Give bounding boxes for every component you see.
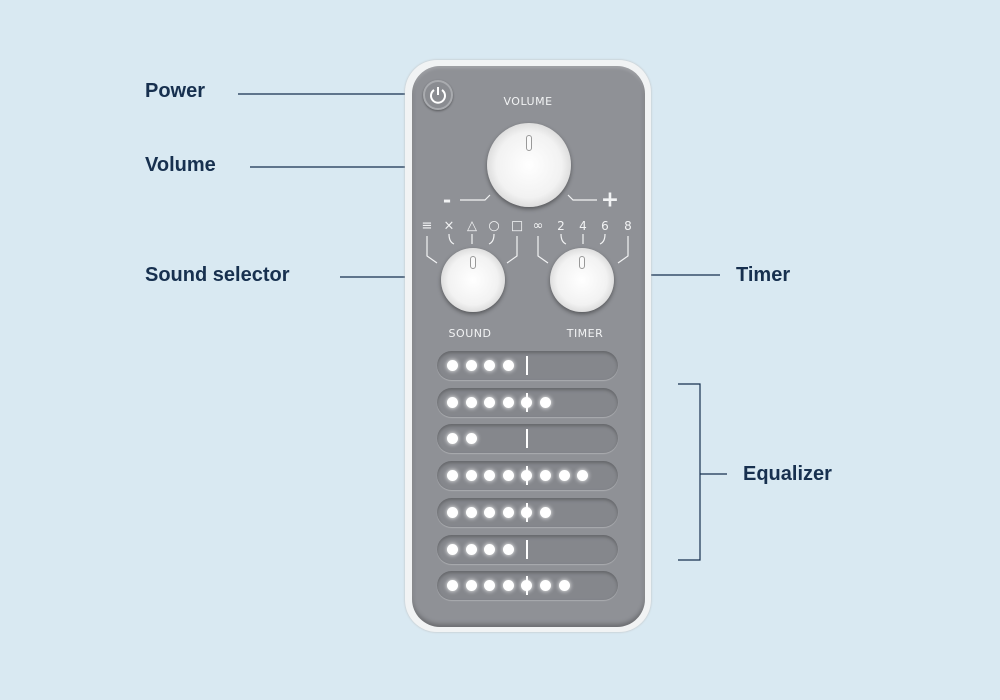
equalizer-level-dot xyxy=(465,360,477,371)
equalizer-level-dot xyxy=(502,543,514,555)
timer-option: 4 xyxy=(579,219,587,233)
equalizer-band[interactable] xyxy=(437,424,618,454)
equalizer-level-dot xyxy=(521,396,533,408)
timer-option: ∞ xyxy=(532,218,544,234)
equalizer-band[interactable] xyxy=(437,571,618,601)
label-equalizer: Equalizer xyxy=(743,463,832,485)
equalizer-band[interactable] xyxy=(437,461,618,491)
equalizer-center-tick xyxy=(526,429,528,449)
equalizer-level-dot xyxy=(521,506,533,518)
timer-label: TIMER xyxy=(566,327,604,340)
equalizer-level-dot xyxy=(502,506,514,518)
equalizer-level-dot xyxy=(540,470,551,482)
equalizer-level-dot xyxy=(447,543,458,555)
equalizer-level-dot xyxy=(540,580,551,592)
equalizer-level-dot xyxy=(484,580,496,592)
equalizer-level-dot xyxy=(484,360,496,371)
sound-knob[interactable] xyxy=(441,248,505,312)
timer-option: 6 xyxy=(601,219,609,233)
equalizer-level-dot xyxy=(521,580,533,592)
power-icon xyxy=(430,87,446,104)
equalizer-level-dot xyxy=(502,470,514,482)
equalizer-level-dot xyxy=(558,580,570,592)
equalizer-level-dot xyxy=(540,396,551,408)
equalizer-level-dot xyxy=(465,580,477,592)
equalizer-level-dot xyxy=(447,506,458,518)
equalizer-level-dot xyxy=(465,506,477,518)
equalizer-level-dot xyxy=(540,506,551,518)
label-volume: Volume xyxy=(145,154,216,176)
sound-label: SOUND xyxy=(448,327,492,340)
timer-option: 2 xyxy=(557,219,565,233)
sound-option: ○ xyxy=(488,218,500,234)
equalizer-center-tick xyxy=(526,356,528,375)
equalizer-level-dot xyxy=(484,396,496,408)
equalizer-level-dot xyxy=(465,433,477,445)
volume-plus: + xyxy=(600,187,620,213)
equalizer-band[interactable] xyxy=(437,351,618,380)
equalizer-level-dot xyxy=(484,470,496,482)
volume-knob[interactable] xyxy=(487,123,571,207)
equalizer-level-dot xyxy=(447,580,458,592)
equalizer-level-dot xyxy=(502,360,514,371)
equalizer-band[interactable] xyxy=(437,497,618,527)
equalizer-level-dot xyxy=(447,470,458,482)
equalizer-level-dot xyxy=(447,396,458,408)
label-power: Power xyxy=(145,80,206,102)
sound-option: ≡ xyxy=(421,218,433,234)
equalizer-level-dot xyxy=(465,470,477,482)
power-button[interactable] xyxy=(423,80,453,110)
sound-option: × xyxy=(443,218,455,234)
equalizer-level-dot xyxy=(502,396,514,408)
equalizer-center-tick xyxy=(526,539,528,559)
equalizer-level-dot xyxy=(447,360,458,371)
label-sound-selector: Sound selector xyxy=(145,264,290,286)
equalizer-level-dot xyxy=(577,470,589,482)
timer-option: 8 xyxy=(624,219,632,233)
equalizer-level-dot xyxy=(558,470,570,482)
volume-label: VOLUME xyxy=(503,95,553,108)
equalizer-level-dot xyxy=(502,580,514,592)
sound-option: △ xyxy=(467,218,477,234)
label-timer: Timer xyxy=(736,264,791,286)
volume-minus: - xyxy=(442,188,452,212)
equalizer-level-dot xyxy=(521,470,533,482)
timer-knob[interactable] xyxy=(550,248,614,312)
equalizer-level-dot xyxy=(484,543,496,555)
equalizer-band[interactable] xyxy=(437,387,618,417)
equalizer-level-dot xyxy=(465,396,477,408)
equalizer-level-dot xyxy=(465,543,477,555)
equalizer-level-dot xyxy=(484,506,496,518)
equalizer-band[interactable] xyxy=(437,534,618,564)
sound-option: □ xyxy=(510,218,524,234)
equalizer-level-dot xyxy=(447,433,458,445)
